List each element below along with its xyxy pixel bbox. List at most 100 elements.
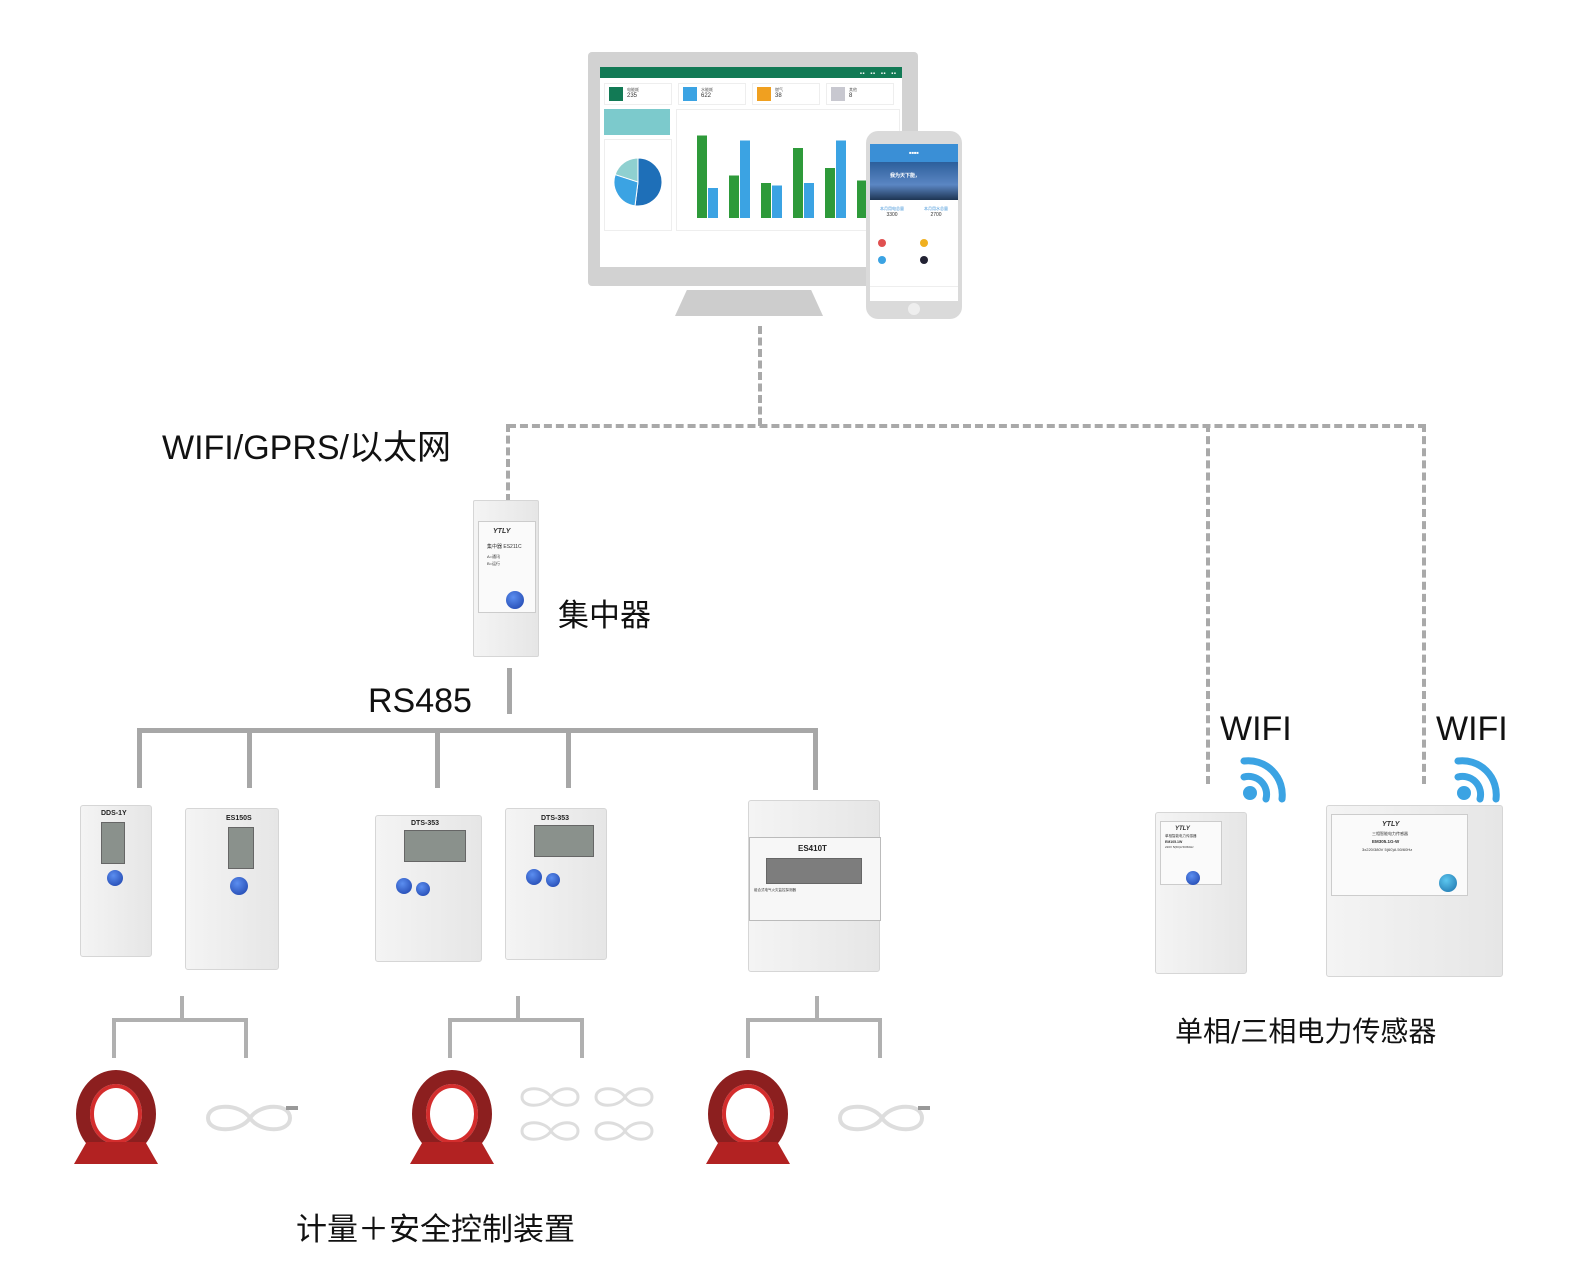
rs485-drop — [435, 728, 440, 788]
current-transformer-base — [74, 1142, 158, 1164]
wifi-label-right: WIFI — [1436, 710, 1508, 748]
phone-item-icon — [878, 256, 886, 264]
connector — [112, 1018, 248, 1022]
current-transformer-base — [410, 1142, 494, 1164]
dashboard-header: ■ ■■ ■■ ■■ ■ — [600, 67, 902, 78]
temperature-probe-icon — [594, 1121, 654, 1141]
phone-item-icon — [920, 256, 928, 264]
desktop-monitor-icon: ■ ■■ ■■ ■■ ■ 电能耗 235 水能耗 622 燃气 38 其他 8 — [588, 52, 918, 286]
connector — [448, 1018, 452, 1058]
rs485-bus — [137, 728, 818, 733]
bar-用电量-5 — [825, 168, 835, 218]
water-icon — [683, 87, 697, 101]
connector — [746, 1018, 750, 1058]
bar-用水量-4 — [804, 183, 814, 218]
concentrator-device: YTLY 集中器 ES211C A=通讯 B=运行 — [473, 500, 539, 657]
network-line — [1422, 424, 1426, 784]
connector — [580, 1018, 584, 1058]
electric-icon — [609, 87, 623, 101]
network-line — [506, 424, 510, 502]
kpi-card: 燃气 38 — [752, 83, 820, 105]
rs485-drop — [137, 728, 142, 788]
kpi-card: 电能耗 235 — [604, 83, 672, 105]
knob — [526, 869, 542, 885]
rs485-drop — [566, 728, 571, 788]
temperature-probe-icon — [205, 1104, 298, 1132]
knob — [396, 878, 412, 894]
connector — [746, 1018, 882, 1022]
meter-es150s: ES150S — [185, 808, 279, 970]
knob — [230, 877, 248, 895]
phone-home-button — [908, 303, 920, 315]
pie-slice — [613, 173, 639, 207]
gas-icon — [757, 87, 771, 101]
connector — [516, 996, 520, 1020]
meter-es410t: ES410T 组合式电气火灾监控探测器 — [748, 800, 881, 972]
bar-用水量-1 — [708, 188, 718, 218]
bar-用电量-2 — [729, 175, 739, 218]
network-line — [1206, 424, 1210, 784]
pie-chart — [613, 157, 663, 207]
bar-用电量-1 — [697, 135, 707, 218]
temperature-probe-icon — [837, 1104, 930, 1132]
meter-dds1y: DDS-1Y — [80, 805, 152, 957]
connector — [448, 1018, 584, 1022]
knob — [546, 873, 560, 887]
meters-caption: 计量＋安全控制装置 — [296, 1212, 575, 1248]
bar-用电量-6 — [857, 180, 867, 218]
rs485-drop — [247, 728, 252, 788]
knob — [107, 870, 123, 886]
monitor-stand — [675, 290, 823, 316]
bar-用水量-3 — [772, 185, 782, 218]
pie-panel — [604, 139, 672, 231]
single-phase-sensor: YTLY 单相智能电力传感器 EM105.1W 220V 5(60)A 50/6… — [1155, 812, 1247, 974]
other-icon — [831, 87, 845, 101]
knob — [506, 591, 524, 609]
connector — [815, 996, 819, 1020]
pie-slice — [614, 157, 639, 183]
connector — [180, 996, 184, 1020]
temperature-probe-icon — [594, 1087, 654, 1107]
phone-banner: 我为天下能， — [870, 162, 958, 200]
pie-slice — [634, 157, 663, 207]
sensors-caption: 单相/三相电力传感器 — [1175, 1015, 1437, 1048]
wifi-signal-icon — [1240, 757, 1286, 803]
rs485-label: RS485 — [368, 682, 472, 720]
bar-用水量-5 — [836, 140, 846, 218]
connector — [244, 1018, 248, 1058]
summary-panel — [604, 109, 670, 135]
phone-header: ■■■■ — [870, 144, 958, 162]
network-label: WIFI/GPRS/以太网 — [162, 429, 451, 467]
kpi-card: 其他 8 — [826, 83, 894, 105]
bar-用水量-2 — [740, 140, 750, 218]
bar-用电量-4 — [793, 148, 803, 218]
knob — [1439, 874, 1457, 892]
connector — [878, 1018, 882, 1058]
wifi-label-left: WIFI — [1220, 710, 1292, 748]
meter-dts353: DTS-353 — [505, 808, 607, 960]
phone-item-icon — [920, 239, 928, 247]
rs485-drop — [813, 728, 818, 790]
temperature-probe-icon — [520, 1121, 580, 1141]
network-line — [508, 424, 1426, 428]
kpi-card: 水能耗 622 — [678, 83, 746, 105]
connector — [112, 1018, 116, 1058]
knob — [1186, 871, 1200, 885]
meter-dts353: DTS-353 — [375, 815, 482, 962]
current-transformer-base — [706, 1142, 790, 1164]
phone-tabbar — [870, 286, 958, 301]
bar-panel — [676, 109, 900, 231]
temperature-probe-icon — [520, 1087, 580, 1107]
network-line — [758, 326, 762, 426]
three-phase-sensor: YTLY 三相智能电力传感器 EM305.1G-W 3x220/380V 5(6… — [1326, 805, 1503, 977]
phone-item-icon — [878, 239, 886, 247]
dashboard-screen: ■ ■■ ■■ ■■ ■ 电能耗 235 水能耗 622 燃气 38 其他 8 — [600, 67, 902, 267]
concentrator-label: 集中器 — [558, 598, 651, 634]
rs485-line — [507, 668, 512, 714]
bar-用电量-3 — [761, 183, 771, 218]
wifi-signal-icon — [1454, 757, 1500, 803]
knob — [416, 882, 430, 896]
